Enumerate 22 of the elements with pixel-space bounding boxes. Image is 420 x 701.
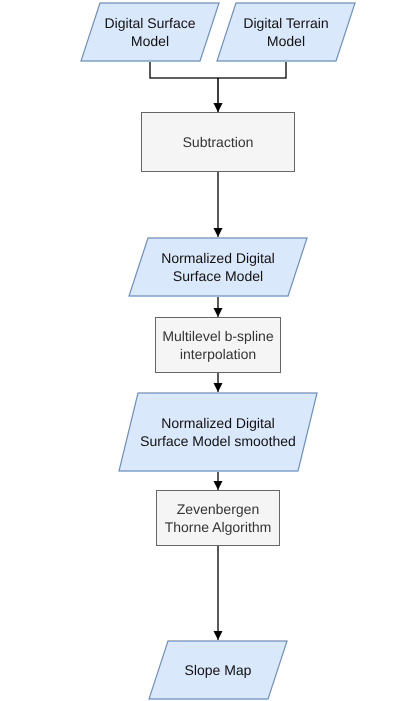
arrow <box>213 62 287 112</box>
data-parallelogram <box>128 237 308 297</box>
process-box <box>156 490 280 546</box>
node-label: Digital Terrain Model <box>242 14 330 50</box>
data-parallelogram <box>118 392 318 472</box>
node-label: Digital Surface Model <box>103 14 197 50</box>
arrow <box>213 373 223 392</box>
arrow <box>213 172 223 237</box>
node-label: Zevenbergen Thorne Algorithm <box>164 500 272 536</box>
data-parallelogram <box>216 2 356 62</box>
node-label: Slope Map <box>184 661 252 679</box>
arrow <box>213 546 223 640</box>
node-label: Normalized Digital Surface Model smoothed <box>140 414 296 450</box>
arrow <box>213 472 223 490</box>
process-box <box>141 112 295 172</box>
process-box <box>155 317 281 373</box>
node-label: Subtraction <box>182 133 254 151</box>
data-parallelogram <box>148 640 288 700</box>
arrow <box>213 297 223 317</box>
node-label: Normalized Digital Surface Model <box>160 249 276 285</box>
data-parallelogram <box>80 2 220 62</box>
node-label: Multilevel b-spline interpolation <box>161 327 275 363</box>
